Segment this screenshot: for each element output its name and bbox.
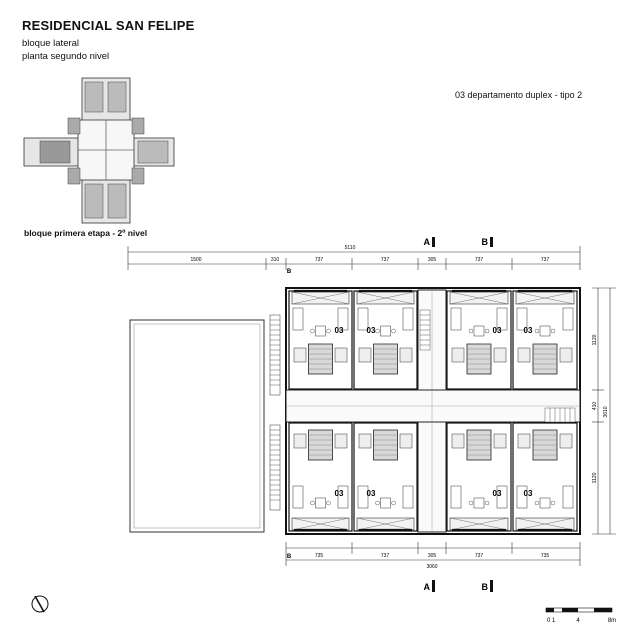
furniture bbox=[562, 485, 574, 509]
furniture bbox=[337, 307, 349, 331]
bath-fixture bbox=[358, 347, 372, 363]
furniture bbox=[357, 307, 369, 331]
dim-bottom-seg-1: 735 bbox=[315, 553, 324, 559]
furniture bbox=[496, 307, 508, 331]
section-marker-b-top: B bbox=[482, 237, 493, 247]
unit-number: 03 bbox=[524, 326, 533, 335]
north-arrow-icon bbox=[31, 595, 49, 613]
scale-label-mid: 4 bbox=[576, 618, 580, 624]
floor-plan bbox=[269, 287, 581, 535]
bottom-dimension-chain bbox=[285, 542, 581, 566]
dim-top-seg-7: 737 bbox=[541, 257, 550, 263]
furniture bbox=[516, 307, 528, 331]
bath-fixture bbox=[517, 347, 531, 363]
dim-top-seg-6: 737 bbox=[475, 257, 484, 263]
top-dimension-chain bbox=[127, 246, 581, 270]
dim-top-seg-5: 305 bbox=[428, 257, 437, 263]
table bbox=[380, 325, 391, 337]
unit-type-label: 03 departamento duplex - tipo 2 bbox=[455, 90, 583, 100]
unit-number: 03 bbox=[335, 326, 344, 335]
table bbox=[473, 325, 485, 337]
bath-fixture bbox=[493, 433, 507, 449]
subtitle-level: planta segundo nivel bbox=[22, 51, 110, 62]
dim-top-seg-1: 1500 bbox=[190, 257, 201, 263]
svg-text:B: B bbox=[482, 237, 489, 247]
table bbox=[473, 497, 485, 509]
bath-fixture bbox=[451, 433, 465, 449]
scale-bar bbox=[545, 607, 613, 613]
dim-top-seg-4: 737 bbox=[381, 257, 390, 263]
patio-area bbox=[129, 319, 265, 533]
unit-number: 03 bbox=[367, 489, 376, 498]
scale-label-end: 8m bbox=[608, 618, 616, 624]
apartment-units bbox=[288, 289, 578, 532]
unit-number: 03 bbox=[367, 326, 376, 335]
svg-text:A: A bbox=[424, 237, 431, 247]
bath-fixture bbox=[293, 347, 307, 363]
furniture bbox=[450, 307, 462, 331]
grid-marker-top-left: B bbox=[287, 269, 292, 275]
dim-right-seg-1: 1120 bbox=[592, 334, 598, 345]
furniture bbox=[292, 307, 304, 331]
furniture bbox=[562, 307, 574, 331]
furniture bbox=[516, 485, 528, 509]
furniture bbox=[292, 485, 304, 509]
grid-marker-bottom-left: B bbox=[287, 554, 292, 560]
furniture bbox=[450, 485, 462, 509]
bath-fixture bbox=[334, 347, 348, 363]
dim-right-total: 3610 bbox=[603, 406, 609, 417]
dim-top-seg-2: 310 bbox=[271, 257, 280, 263]
bath-fixture bbox=[334, 433, 348, 449]
bath-fixture bbox=[358, 433, 372, 449]
unit-number: 03 bbox=[493, 489, 502, 498]
table bbox=[539, 325, 551, 337]
furniture bbox=[337, 485, 349, 509]
bath-fixture bbox=[399, 433, 413, 449]
table bbox=[539, 497, 551, 509]
bath-fixture bbox=[399, 347, 413, 363]
furniture bbox=[402, 485, 414, 509]
key-plan bbox=[23, 77, 175, 224]
dim-top-seg-3: 737 bbox=[315, 257, 324, 263]
dim-right-seg-3: 1120 bbox=[592, 472, 598, 483]
table bbox=[315, 325, 326, 337]
table bbox=[380, 497, 391, 509]
dim-bottom-seg-5: 735 bbox=[541, 553, 550, 559]
scale-label-start: 0 1 bbox=[547, 618, 556, 624]
dim-right-seg-2: 410 bbox=[592, 402, 598, 411]
furniture bbox=[402, 307, 414, 331]
unit-number: 03 bbox=[524, 489, 533, 498]
furniture bbox=[496, 485, 508, 509]
furniture bbox=[357, 485, 369, 509]
unit-number: 03 bbox=[335, 489, 344, 498]
dim-bottom-total: 3060 bbox=[426, 564, 437, 570]
unit-number: 03 bbox=[493, 326, 502, 335]
page-title: RESIDENCIAL SAN FELIPE bbox=[22, 18, 195, 33]
table bbox=[315, 497, 326, 509]
svg-text:A: A bbox=[424, 582, 431, 592]
bath-fixture bbox=[559, 433, 573, 449]
svg-text:B: B bbox=[482, 582, 489, 592]
section-marker-b-bottom: B bbox=[482, 580, 493, 592]
dim-bottom-seg-4: 737 bbox=[475, 553, 484, 559]
bath-fixture bbox=[293, 433, 307, 449]
section-marker-a-top: A bbox=[424, 237, 435, 247]
bath-fixture bbox=[559, 347, 573, 363]
stair-left-bottom bbox=[269, 424, 281, 511]
dim-top-total: 5110 bbox=[345, 245, 356, 251]
right-dimension-chain bbox=[592, 287, 616, 535]
subtitle-block: bloque lateral bbox=[22, 38, 80, 49]
dim-bottom-seg-2: 737 bbox=[381, 553, 390, 559]
bath-fixture bbox=[493, 347, 507, 363]
bath-fixture bbox=[451, 347, 465, 363]
bath-fixture bbox=[517, 433, 531, 449]
section-marker-a-bottom: A bbox=[424, 580, 435, 592]
key-plan-label: bloque primera etapa - 2º nivel bbox=[24, 228, 148, 238]
dim-bottom-seg-3: 305 bbox=[428, 553, 437, 559]
